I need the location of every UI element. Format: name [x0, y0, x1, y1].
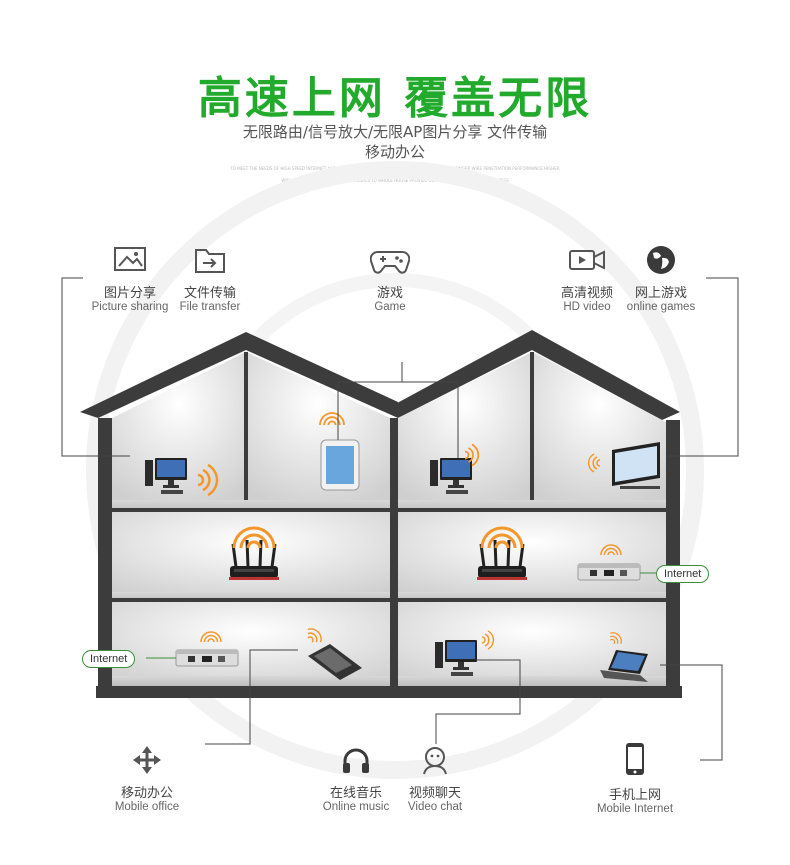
connector-lines — [61, 277, 739, 761]
feature-en-label: online games — [626, 301, 696, 313]
house-frame — [96, 352, 682, 698]
signal-extender-right — [577, 563, 641, 581]
feature-file-transfer: 文件传输 File transfer — [155, 244, 265, 313]
gamepad-icon — [335, 244, 445, 276]
hd-tv — [612, 442, 660, 489]
internet-lines — [146, 572, 656, 659]
feature-cn-label: 图片分享 — [103, 286, 156, 301]
headphones-icon — [301, 744, 411, 776]
video-camera-icon — [532, 244, 642, 276]
room-floor2-left — [112, 512, 390, 598]
internet-label-right: Internet — [656, 565, 710, 583]
bg-ring-outer — [86, 161, 704, 779]
picture-icon — [75, 244, 185, 276]
subtitle-line-2: 移动办公 — [364, 143, 425, 161]
internet-label-left: Internet — [82, 650, 136, 668]
chat-face-icon — [380, 744, 490, 776]
feature-cn-label: 在线音乐 — [329, 786, 382, 801]
feature-mobile-internet: 手机上网 Mobile Internet — [580, 740, 690, 815]
feature-picture-sharing: 图片分享 Picture sharing — [75, 244, 185, 313]
feature-mobile-office: 移动办公 Mobile office — [92, 744, 202, 813]
move-arrows-icon — [92, 744, 202, 776]
smartphone-1 — [320, 439, 360, 491]
feature-cn-label: 高清视频 — [560, 286, 613, 301]
feature-online-games: 网上游戏 online games — [606, 244, 716, 313]
feature-en-label: HD video — [563, 301, 611, 313]
feature-cn-label: 移动办公 — [120, 786, 173, 801]
feature-en-label: Picture sharing — [91, 301, 169, 313]
music-player — [308, 644, 362, 680]
feature-cn-label: 游戏 — [376, 286, 403, 301]
feature-video-chat: 视频聊天 Video chat — [380, 744, 490, 813]
subtitle-line-1: 无限路由/信号放大/无限AP图片分享 文件传输 — [242, 123, 548, 141]
room-floor2-right — [398, 512, 666, 598]
fine-print-line-2: WIFI SIGNAL STRONGER TRANSMIT SIGNALS TO… — [281, 178, 509, 183]
feature-en-label: Video chat — [407, 801, 463, 813]
feature-online-music: 在线音乐 Online music — [301, 744, 411, 813]
feature-en-label: Online music — [322, 801, 390, 813]
laptop — [600, 650, 648, 682]
phone-icon — [580, 740, 690, 778]
feature-cn-label: 视频聊天 — [408, 786, 461, 801]
feature-cn-label: 手机上网 — [608, 788, 661, 803]
roof-right — [388, 330, 680, 420]
feature-en-label: File transfer — [179, 301, 241, 313]
roof-left — [80, 332, 398, 418]
feature-en-label: Mobile Internet — [596, 803, 674, 815]
file-transfer-icon — [155, 244, 265, 276]
feature-hd-video: 高清视频 HD video — [532, 244, 642, 313]
page-title: 高速上网 覆盖无限 — [197, 73, 593, 124]
feature-en-label: Game — [374, 301, 406, 313]
globe-icon — [606, 244, 716, 276]
feature-cn-label: 文件传输 — [183, 286, 236, 301]
feature-cn-label: 网上游戏 — [634, 286, 687, 301]
feature-game: 游戏 Game — [335, 244, 445, 313]
page-subtitle: 无限路由/信号放大/无限AP图片分享 文件传输 移动办公 — [195, 122, 595, 162]
signal-extender-left — [175, 649, 239, 667]
feature-en-label: Mobile office — [114, 801, 180, 813]
